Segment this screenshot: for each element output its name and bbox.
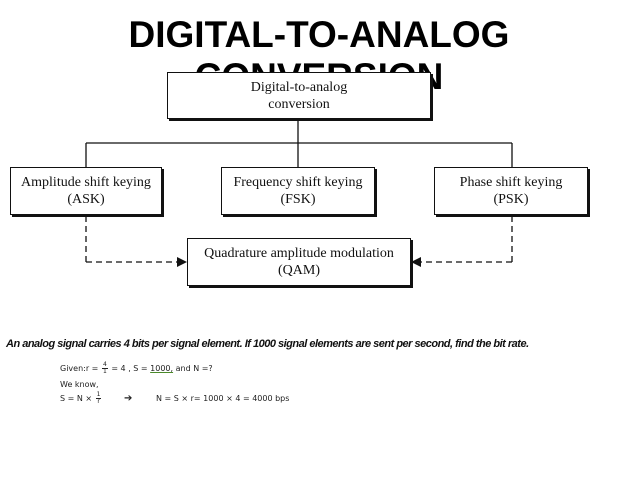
given-middle: = 4 , S = (111, 364, 148, 373)
node-label: (ASK) (67, 192, 105, 207)
node-label: Quadrature amplitude modulation (204, 246, 394, 261)
node-psk: Phase shift keying (PSK) (434, 167, 588, 215)
fraction-numerator: 4 (101, 361, 108, 369)
we-know-line: We know, (60, 380, 99, 389)
node-fsk: Frequency shift keying (FSK) (221, 167, 375, 215)
node-label: (FSK) (280, 192, 316, 207)
node-label: Frequency shift keying (233, 175, 363, 190)
fraction: 4 1 (101, 361, 108, 375)
given-s-value: 1000, (150, 364, 174, 373)
given-line: Given:r = 4 1 = 4 , S = 1000, and N =? (60, 362, 213, 375)
node-label: Amplitude shift keying (21, 175, 151, 190)
result-line: N = S × r= 1000 × 4 = 4000 bps (156, 394, 290, 403)
node-label: (PSK) (493, 192, 529, 207)
given-end: and N =? (175, 364, 213, 373)
fraction-numerator: 1 (95, 391, 102, 399)
formula-prefix: S = N × (60, 394, 93, 403)
problem-statement: An analog signal carries 4 bits per sign… (6, 338, 529, 350)
node-label: conversion (268, 96, 330, 112)
fraction-denominator: 1 (102, 368, 107, 375)
node-label: (QAM) (278, 263, 320, 278)
fraction: 1 r (95, 391, 102, 405)
node-label: Digital-to-analog (250, 79, 348, 95)
node-label: Phase shift keying (459, 175, 563, 190)
arrow-icon: ➔ (124, 393, 133, 404)
given-prefix: Given:r = (60, 364, 99, 373)
node-ask: Amplitude shift keying (ASK) (10, 167, 162, 215)
arrowhead-left (177, 257, 187, 267)
arrowhead-right (411, 257, 421, 267)
fraction-denominator: r (97, 398, 100, 405)
node-digital-to-analog: Digital-to-analog conversion (167, 72, 431, 119)
node-qam: Quadrature amplitude modulation (QAM) (187, 238, 411, 286)
formula-line: S = N × 1 r (60, 392, 102, 405)
